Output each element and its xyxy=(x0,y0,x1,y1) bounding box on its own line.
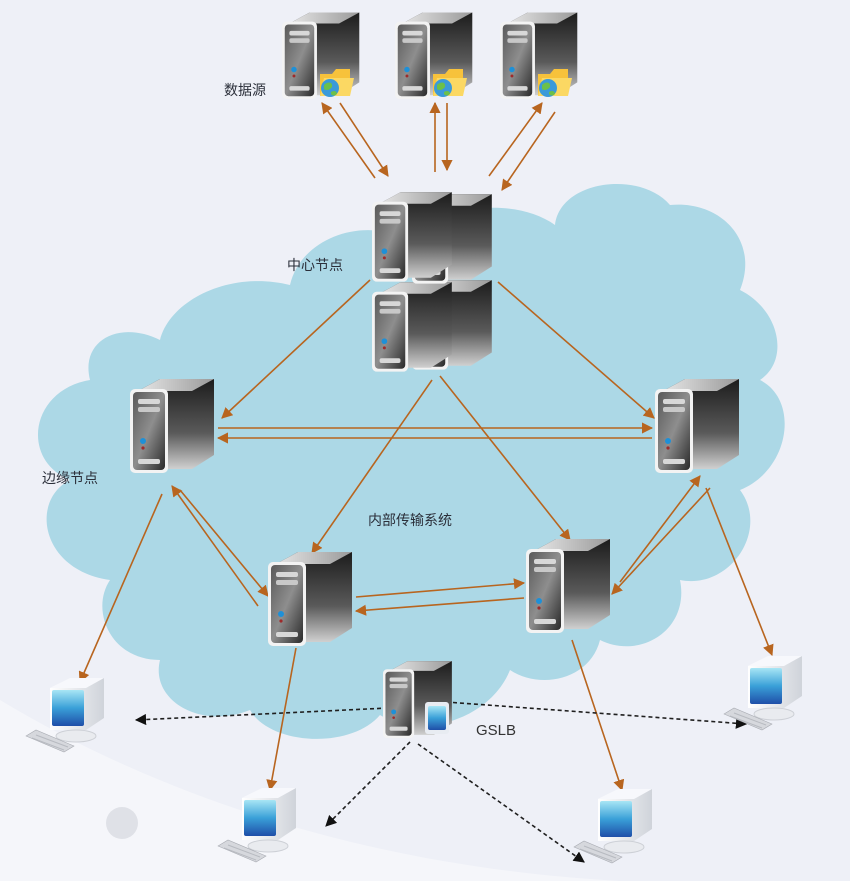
edge-edgeR-clientR xyxy=(705,487,774,657)
server-icon xyxy=(526,539,610,633)
edge-edgeBR-clientBR xyxy=(571,639,625,792)
label-data-source: 数据源 xyxy=(224,83,266,99)
nodes xyxy=(25,12,803,864)
edge-edgeR-edgeBR-2 xyxy=(611,487,711,595)
edge-center-edgeL xyxy=(221,279,371,419)
node-ds2[interactable] xyxy=(395,12,473,99)
edge-ds1-center-1 xyxy=(321,102,376,179)
edge-edgeL-clientL xyxy=(78,493,163,684)
label-edge-node: 边缘节点 xyxy=(42,471,98,487)
server-icon xyxy=(268,552,352,646)
edge-edgeR-edgeBR-1 xyxy=(619,475,701,583)
node-edgeBL[interactable] xyxy=(268,552,352,646)
edge-edgeBL-edgeBR-1 xyxy=(355,578,526,598)
edge-gslb-clientBR xyxy=(417,743,585,863)
decorative-dot xyxy=(106,807,138,839)
node-gslb[interactable] xyxy=(383,661,452,739)
label-internal-transport: 内部传输系统 xyxy=(368,513,452,529)
monitor-badge-icon xyxy=(425,702,449,734)
edge-gslb-clientR xyxy=(445,701,748,729)
edge-ds1-center-2 xyxy=(339,102,389,177)
edge-center-edgeBR xyxy=(439,375,571,541)
server-icon xyxy=(130,379,214,473)
edge-gslb-clientL xyxy=(134,707,389,726)
node-edgeL[interactable] xyxy=(130,379,214,473)
server-icon xyxy=(372,192,452,282)
server-icon xyxy=(655,379,739,473)
node-edgeBR[interactable] xyxy=(526,539,610,633)
node-ds1[interactable] xyxy=(282,12,360,99)
node-ds3[interactable] xyxy=(500,12,578,99)
edges xyxy=(78,101,774,863)
node-edgeR[interactable] xyxy=(655,379,739,473)
background-swoosh xyxy=(0,700,620,881)
edge-edgeBL-clientBL xyxy=(266,647,297,792)
edge-ds3-center-2 xyxy=(501,111,556,191)
label-gslb: GSLB xyxy=(476,722,517,739)
edge-gslb-clientBL xyxy=(325,741,411,827)
edge-center-edgeBL xyxy=(311,379,433,554)
edge-edgeBL-edgeBR-2 xyxy=(354,597,525,616)
label-center-node: 中心节点 xyxy=(287,258,343,274)
edge-edgeL-edgeBL-2 xyxy=(171,485,259,607)
edge-edgeL-edgeBL-1 xyxy=(179,489,269,597)
edge-ds3-center-1 xyxy=(488,102,543,177)
edge-center-edgeR xyxy=(497,281,655,419)
server-icon xyxy=(372,282,452,372)
